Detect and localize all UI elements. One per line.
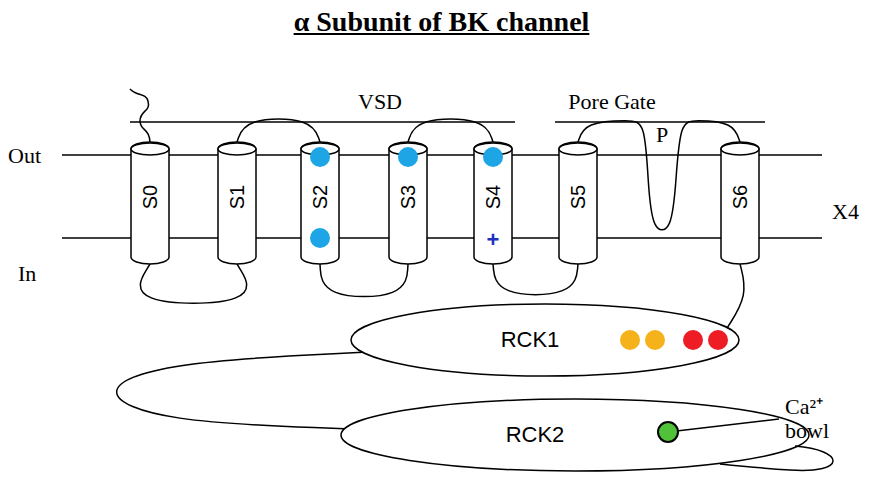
peptide-loop bbox=[320, 264, 408, 297]
residue-dot bbox=[398, 147, 418, 167]
annotation-label: Ca²⁺ bowl bbox=[785, 395, 847, 443]
domain-bar bbox=[555, 121, 765, 123]
cylinder-cap bbox=[721, 143, 759, 155]
peptide-loop bbox=[578, 121, 740, 230]
rck-domain: RCK2 bbox=[340, 398, 810, 472]
annotation-label: In bbox=[18, 262, 36, 286]
diagram-title: α Subunit of BK channel bbox=[0, 6, 883, 38]
site-dot bbox=[683, 330, 703, 350]
domain-name: RCK1 bbox=[501, 329, 560, 351]
cylinder-body bbox=[474, 142, 512, 264]
domain-ellipse bbox=[341, 399, 809, 471]
site-dot bbox=[708, 330, 728, 350]
domain-name: S0 bbox=[140, 185, 160, 209]
domain-name: S2 bbox=[310, 185, 330, 209]
helix-cylinder: S1 bbox=[217, 142, 257, 264]
domain-name: S3 bbox=[398, 185, 418, 209]
rck-domain: RCK1 bbox=[350, 303, 740, 377]
residue-dot bbox=[310, 228, 330, 248]
domain-bar bbox=[130, 121, 515, 123]
annotation-label: VSD bbox=[358, 90, 402, 114]
domain-name: RCK2 bbox=[506, 424, 565, 446]
cylinder-body bbox=[131, 142, 169, 264]
annotation-label: Pore Gate bbox=[568, 90, 655, 114]
charge-sign: + bbox=[487, 229, 500, 251]
domain-name: S6 bbox=[730, 185, 750, 209]
cylinder-body bbox=[721, 142, 759, 264]
c-terminus bbox=[720, 446, 833, 470]
helix-cylinder: S5 bbox=[558, 142, 598, 264]
cylinder-body bbox=[301, 142, 339, 264]
helix-cylinder: S6 bbox=[720, 142, 760, 264]
site-dot bbox=[658, 422, 678, 442]
annotation-label: X4 bbox=[832, 200, 859, 224]
annotation-label: Out bbox=[8, 144, 41, 168]
cylinder-body bbox=[389, 142, 427, 264]
residue-dot bbox=[310, 147, 330, 167]
peptide-loop bbox=[237, 119, 320, 142]
peptide-loop bbox=[117, 352, 363, 428]
domain-name: S4 bbox=[483, 185, 503, 209]
ellipse-shape bbox=[340, 398, 810, 472]
peptide-loop bbox=[140, 264, 246, 303]
helix-cylinder: S2 bbox=[300, 142, 340, 264]
residue-dot bbox=[483, 147, 503, 167]
cylinder-cap bbox=[131, 143, 169, 155]
helix-cylinder: S4 + bbox=[473, 142, 513, 264]
membrane-line bbox=[62, 154, 822, 156]
cylinder-cap bbox=[559, 143, 597, 155]
leader-line bbox=[668, 419, 779, 432]
cylinder-cap bbox=[218, 143, 256, 155]
helix-cylinder: S3 bbox=[388, 142, 428, 264]
helix-cylinder: S0 bbox=[130, 142, 170, 264]
n-terminus bbox=[130, 89, 150, 143]
domain-name: S1 bbox=[227, 185, 247, 209]
cylinder-body bbox=[218, 142, 256, 264]
domain-name: S5 bbox=[568, 185, 588, 209]
site-dot bbox=[620, 330, 640, 350]
domain-ellipse bbox=[351, 304, 739, 376]
loop-label: P bbox=[654, 124, 670, 146]
site-dot bbox=[645, 330, 665, 350]
peptide-loop bbox=[493, 264, 578, 295]
cylinder-body bbox=[559, 142, 597, 264]
membrane-line bbox=[62, 237, 822, 239]
peptide-loop bbox=[727, 264, 744, 328]
peptide-loop bbox=[408, 119, 493, 142]
